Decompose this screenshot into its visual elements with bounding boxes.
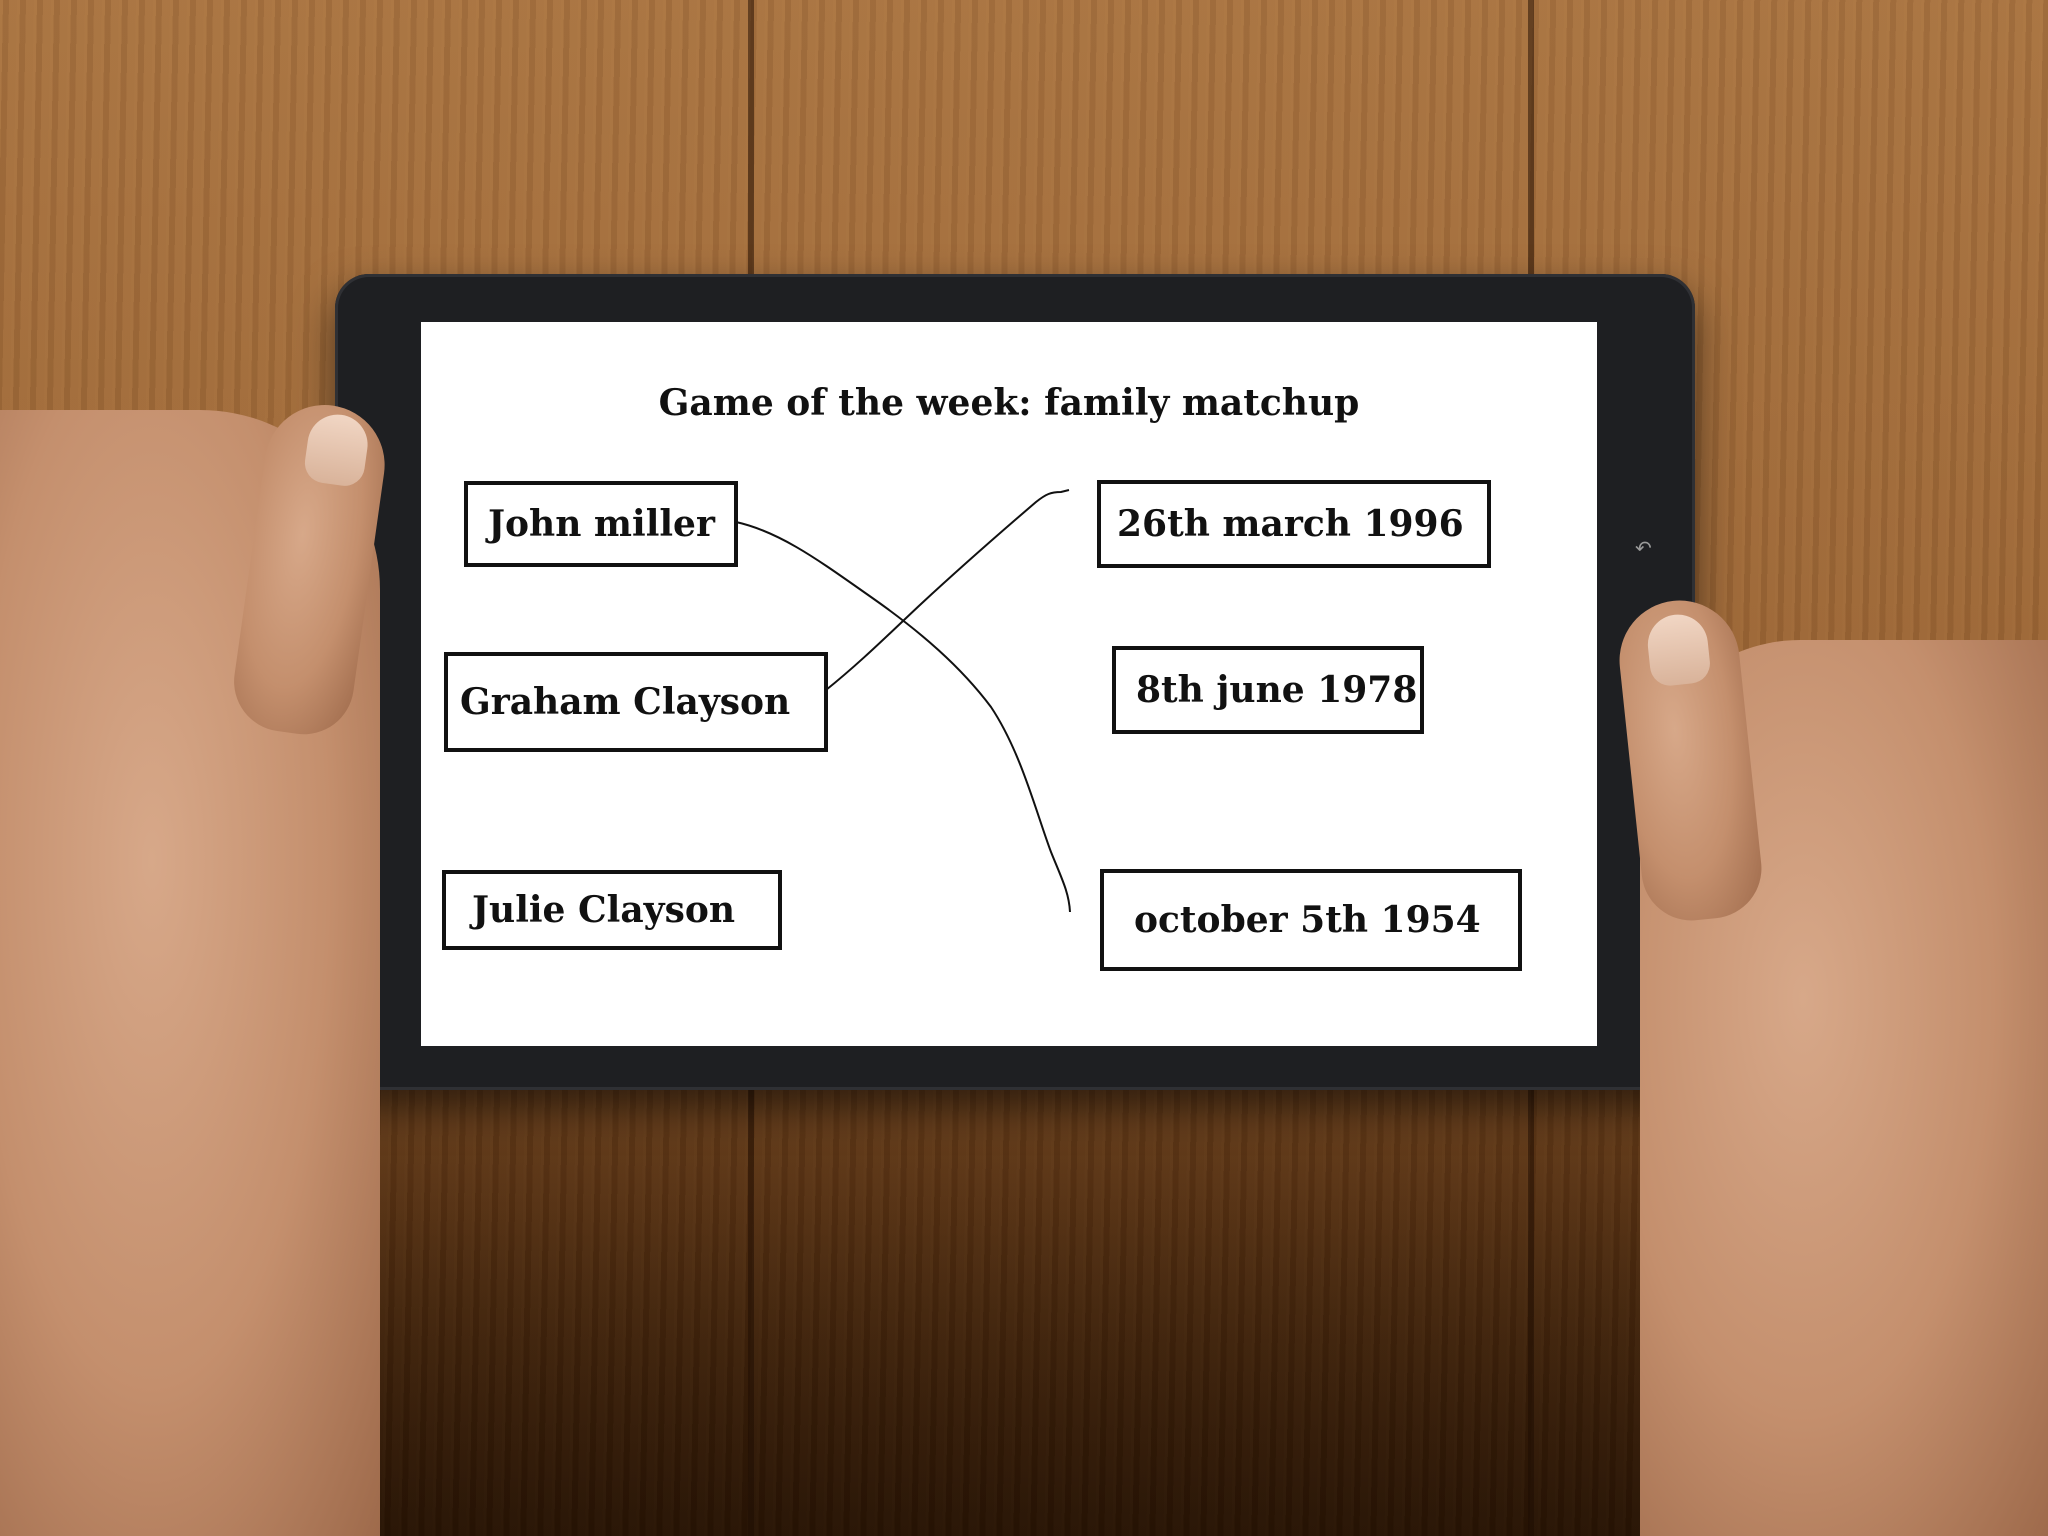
back-arrow-icon[interactable]: ↶ (1635, 536, 1652, 560)
game-screen: Game of the week: family matchup John mi… (421, 322, 1597, 1046)
date-card-26th-march-1996[interactable]: 26th march 1996 (1097, 480, 1491, 568)
name-card-graham-clayson[interactable]: Graham Clayson (444, 652, 828, 752)
name-label: John miller (488, 503, 715, 545)
date-label: 26th march 1996 (1117, 503, 1464, 545)
left-thumbnail (302, 410, 372, 489)
name-card-julie-clayson[interactable]: Julie Clayson (442, 870, 782, 950)
date-card-october-5th-1954[interactable]: october 5th 1954 (1100, 869, 1522, 971)
date-label: 8th june 1978 (1136, 669, 1418, 711)
date-label: october 5th 1954 (1134, 899, 1481, 941)
name-label: Julie Clayson (472, 889, 736, 931)
date-card-8th-june-1978[interactable]: 8th june 1978 (1112, 646, 1424, 734)
match-lines (735, 489, 1071, 913)
game-title: Game of the week: family matchup (658, 382, 1360, 424)
name-card-john-miller[interactable]: John miller (464, 481, 738, 567)
match-line-graham-to-march (825, 489, 1070, 691)
match-line-john-to-october (735, 521, 1071, 913)
right-thumbnail (1644, 611, 1712, 688)
name-label: Graham Clayson (460, 681, 791, 723)
